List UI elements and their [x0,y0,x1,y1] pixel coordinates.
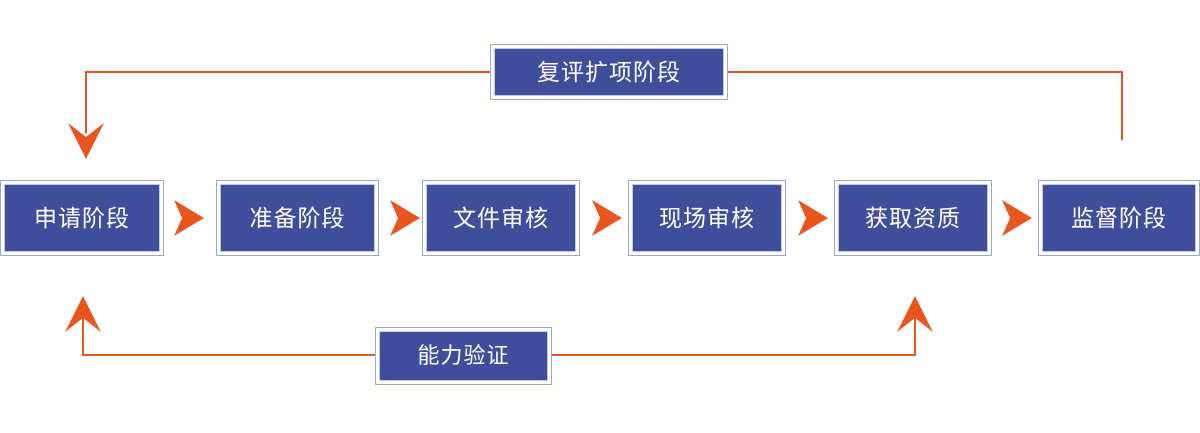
chevron-right-icon [390,200,420,236]
stage-box-apply[interactable]: 申请阶段 [0,180,164,256]
feedback-bottom-box[interactable]: 能力验证 [375,327,552,385]
stage-box-prepare[interactable]: 准备阶段 [216,180,379,256]
top-feedback-line-right-vertical [1121,72,1123,140]
stage-box-supervise[interactable]: 监督阶段 [1038,180,1200,256]
feedback-bottom-label: 能力验证 [417,343,510,368]
chevron-right-icon [592,200,622,236]
bottom-feedback-line-right-vertical [914,318,916,356]
feedback-top-box[interactable]: 复评扩项阶段 [490,44,728,100]
chevron-right-icon [1002,200,1032,236]
stage-label-apply: 申请阶段 [34,204,130,231]
stage-box-obtain-inner: 获取资质 [838,184,988,252]
chevron-right-icon [798,200,828,236]
stage-label-site-audit: 现场审核 [659,204,755,231]
stage-label-doc-review: 文件审核 [453,204,549,231]
arrow-up-icon [897,296,933,332]
stage-box-site-audit-inner: 现场审核 [632,184,782,252]
stage-label-supervise: 监督阶段 [1071,204,1167,231]
stage-box-doc-review-inner: 文件审核 [426,184,576,252]
top-feedback-line-left-vertical [85,71,87,133]
bottom-feedback-line-left-horizontal [82,354,376,356]
arrow-up-icon [65,296,101,332]
feedback-top-box-inner: 复评扩项阶段 [494,48,724,96]
bottom-feedback-line-right-horizontal [551,354,916,356]
stage-label-prepare: 准备阶段 [249,204,346,231]
stage-box-supervise-inner: 监督阶段 [1042,184,1196,252]
stage-box-apply-inner: 申请阶段 [4,184,160,252]
bottom-feedback-line-left-vertical [82,318,84,356]
stage-box-site-audit[interactable]: 现场审核 [628,180,786,256]
stage-box-obtain[interactable]: 获取资质 [834,180,992,256]
feedback-bottom-box-inner: 能力验证 [379,331,548,381]
stage-box-prepare-inner: 准备阶段 [220,184,375,252]
arrow-down-icon [68,123,104,159]
stage-box-doc-review[interactable]: 文件审核 [422,180,580,256]
stage-label-obtain: 获取资质 [865,204,961,231]
top-feedback-line-left-horizontal [85,71,493,73]
chevron-right-icon [174,200,204,236]
feedback-top-label: 复评扩项阶段 [537,58,681,85]
top-feedback-line-right-horizontal [727,71,1123,73]
